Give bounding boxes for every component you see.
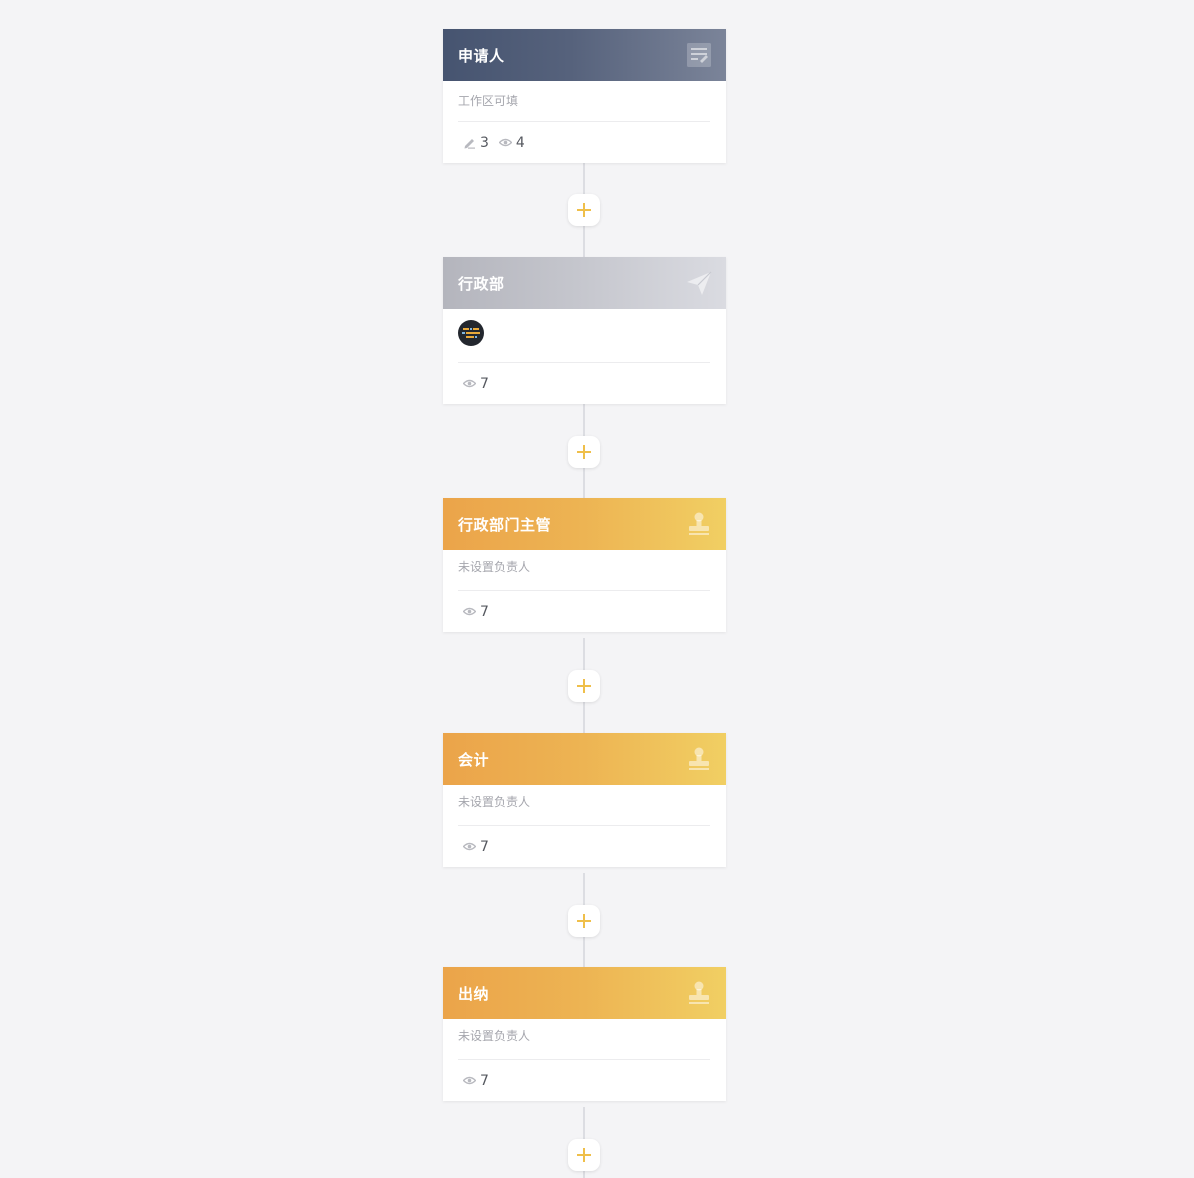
paper-plane-icon xyxy=(687,271,712,295)
add-node-button[interactable] xyxy=(568,1139,600,1171)
stamp-icon xyxy=(689,512,709,535)
node-title: 会计 xyxy=(458,750,490,769)
add-node-button[interactable] xyxy=(568,194,600,226)
flow-node-cc[interactable]: 行政部 xyxy=(443,257,726,404)
view-permission-count: 7 xyxy=(463,1073,489,1089)
plus-icon xyxy=(577,1148,591,1162)
plus-icon xyxy=(577,914,591,928)
node-header[interactable]: 出纳 xyxy=(443,967,726,1019)
flow-node-applicant[interactable]: 申请人 工作区可填 3 4 xyxy=(443,29,726,163)
stamp-icon xyxy=(689,747,709,770)
plus-icon xyxy=(577,679,591,693)
view-permission-count: 7 xyxy=(463,604,489,620)
eye-icon xyxy=(463,1076,476,1085)
flow-node-approver[interactable]: 行政部门主管 未设置负责人 7 xyxy=(443,498,726,632)
pencil-icon xyxy=(464,139,475,149)
form-icon xyxy=(687,43,711,67)
eye-icon xyxy=(463,842,476,851)
node-header[interactable]: 行政部 xyxy=(443,257,726,309)
avatar-image xyxy=(462,328,480,338)
view-permission-count: 4 xyxy=(498,135,525,151)
eye-icon xyxy=(463,607,476,616)
eye-icon xyxy=(498,138,512,147)
assignee-area xyxy=(458,309,710,363)
view-permission-count: 7 xyxy=(463,839,489,855)
node-subtitle: 工作区可填 xyxy=(458,81,710,122)
node-subtitle: 未设置负责人 xyxy=(458,779,710,826)
view-permission-count: 7 xyxy=(463,376,489,392)
edit-permission-count: 3 xyxy=(463,135,489,151)
node-title: 行政部门主管 xyxy=(458,515,552,534)
flow-node-approver[interactable]: 会计 未设置负责人 7 xyxy=(443,733,726,867)
node-header[interactable]: 会计 xyxy=(443,733,726,785)
stamp-icon xyxy=(689,981,709,1004)
node-header[interactable]: 申请人 xyxy=(443,29,726,81)
add-node-button[interactable] xyxy=(568,436,600,468)
plus-icon xyxy=(577,203,591,217)
add-node-button[interactable] xyxy=(568,670,600,702)
node-header[interactable]: 行政部门主管 xyxy=(443,498,726,550)
node-title: 申请人 xyxy=(458,46,505,65)
node-subtitle: 未设置负责人 xyxy=(458,1013,710,1060)
eye-icon xyxy=(463,379,476,388)
add-node-button[interactable] xyxy=(568,905,600,937)
plus-icon xyxy=(577,445,591,459)
node-subtitle: 未设置负责人 xyxy=(458,544,710,591)
flow-node-approver[interactable]: 出纳 未设置负责人 7 xyxy=(443,967,726,1101)
node-title: 行政部 xyxy=(458,274,505,293)
node-title: 出纳 xyxy=(458,984,490,1003)
avatar[interactable] xyxy=(458,320,484,346)
